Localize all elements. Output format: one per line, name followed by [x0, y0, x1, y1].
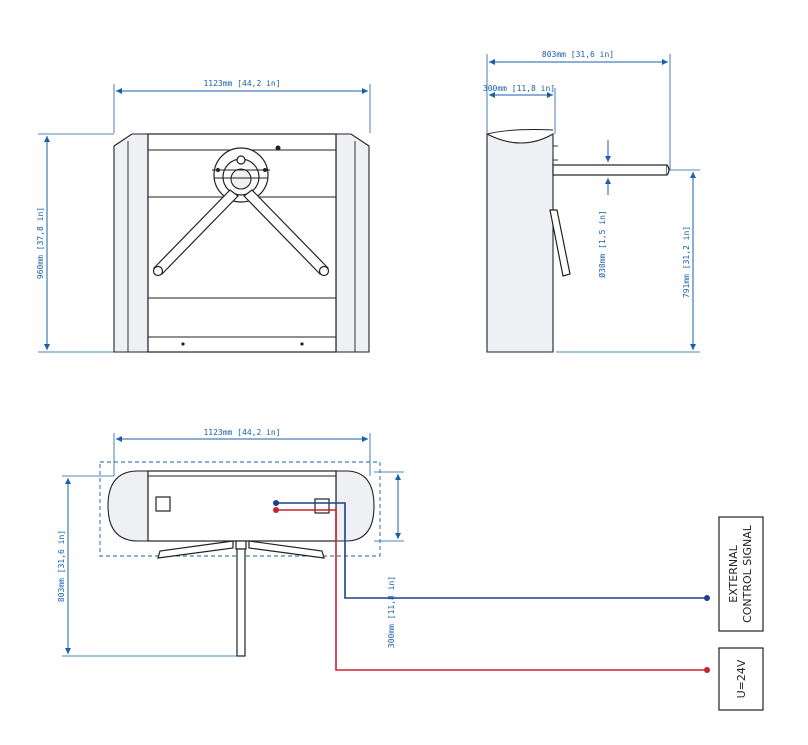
arm-diameter-label: Ø38mm [1,5 in]	[597, 210, 607, 277]
side-view: 803mm [31,6 in] 300mm [11,8 in] Ø38mm [1…	[483, 50, 700, 353]
side-depth-label: 803mm [31,6 in]	[542, 50, 614, 59]
external-control-box	[718, 516, 764, 632]
power-label: U=24V	[735, 659, 748, 698]
top-view: 1123mm [44,2 in] 803mm [31,6 in] 300mm […	[57, 428, 764, 711]
external-label-line2: CONTROL SIGNAL	[741, 524, 754, 623]
front-height-label: 960mm [37,8 in]	[36, 207, 45, 279]
arm-height-label: 791mm [31,2 in]	[682, 226, 691, 298]
top-width-label: 1123mm [44,2 in]	[203, 428, 280, 437]
signal-wire	[276, 502, 707, 599]
front-view: 1123mm [44,2 in] 960mm [37,8 in]	[36, 79, 371, 353]
power-wire	[276, 509, 707, 671]
external-label-line1: EXTERNAL	[727, 544, 740, 602]
top-depth-label: 803mm [31,6 in]	[57, 530, 66, 602]
top-body-label: 300mm [11,8 in]	[387, 576, 396, 648]
front-width-label: 1123mm [44,2 in]	[203, 79, 280, 88]
side-body-label: 300mm [11,8 in]	[483, 84, 555, 93]
power-box	[718, 647, 764, 711]
